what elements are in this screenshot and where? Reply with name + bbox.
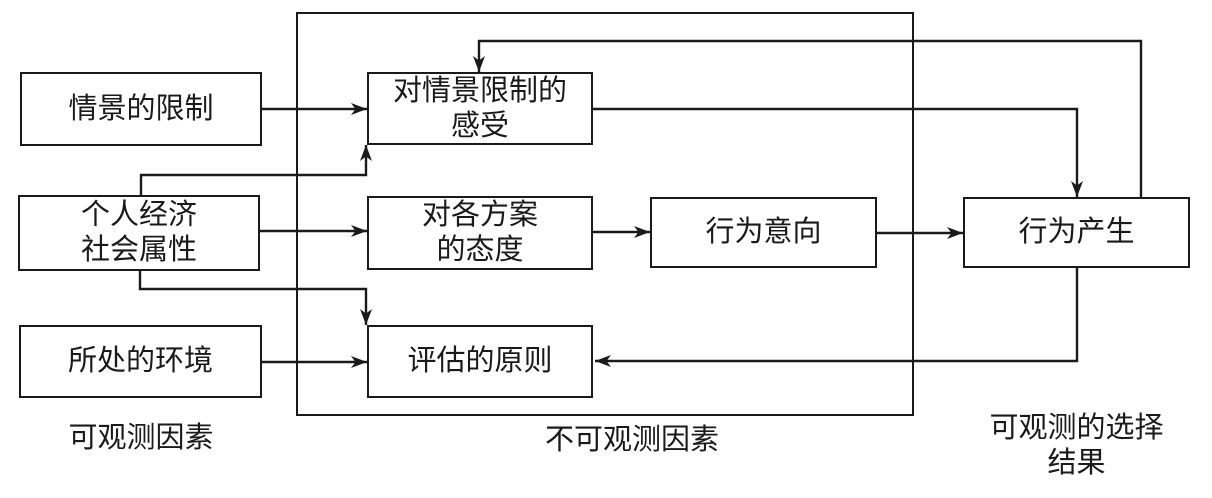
node-environment: 所处的环境 [19, 325, 262, 398]
label-unobservable-factors: 不可观测因素 [544, 424, 719, 456]
node-personal-socioeconomic: 个人经济 社会属性 [18, 195, 260, 271]
edge-personal-to-perception [139, 145, 372, 195]
node-evaluation-principle: 评估的原则 [367, 325, 593, 398]
label-observable-factors: 可观测因素 [68, 422, 214, 454]
node-behavior-intention: 行为意向 [650, 197, 877, 268]
node-attitude-to-alternatives: 对各方案 的态度 [367, 196, 593, 270]
edge-behavior-feedback-to-perception [473, 39, 1143, 197]
label-observable-choice-outcome: 可观测的选择 结果 [989, 412, 1164, 479]
edge-behavior-feedback-to-evaluation [595, 268, 1079, 367]
node-behavior-occurrence: 行为产生 [963, 197, 1190, 268]
node-perception-of-constraint: 对情景限制的 感受 [367, 72, 593, 145]
edge-personal-to-evaluation [138, 268, 372, 325]
node-situation-constraint: 情景的限制 [20, 72, 262, 146]
edge-perception-to-behavior [593, 107, 1083, 197]
unobservable-factors-frame [296, 12, 914, 416]
